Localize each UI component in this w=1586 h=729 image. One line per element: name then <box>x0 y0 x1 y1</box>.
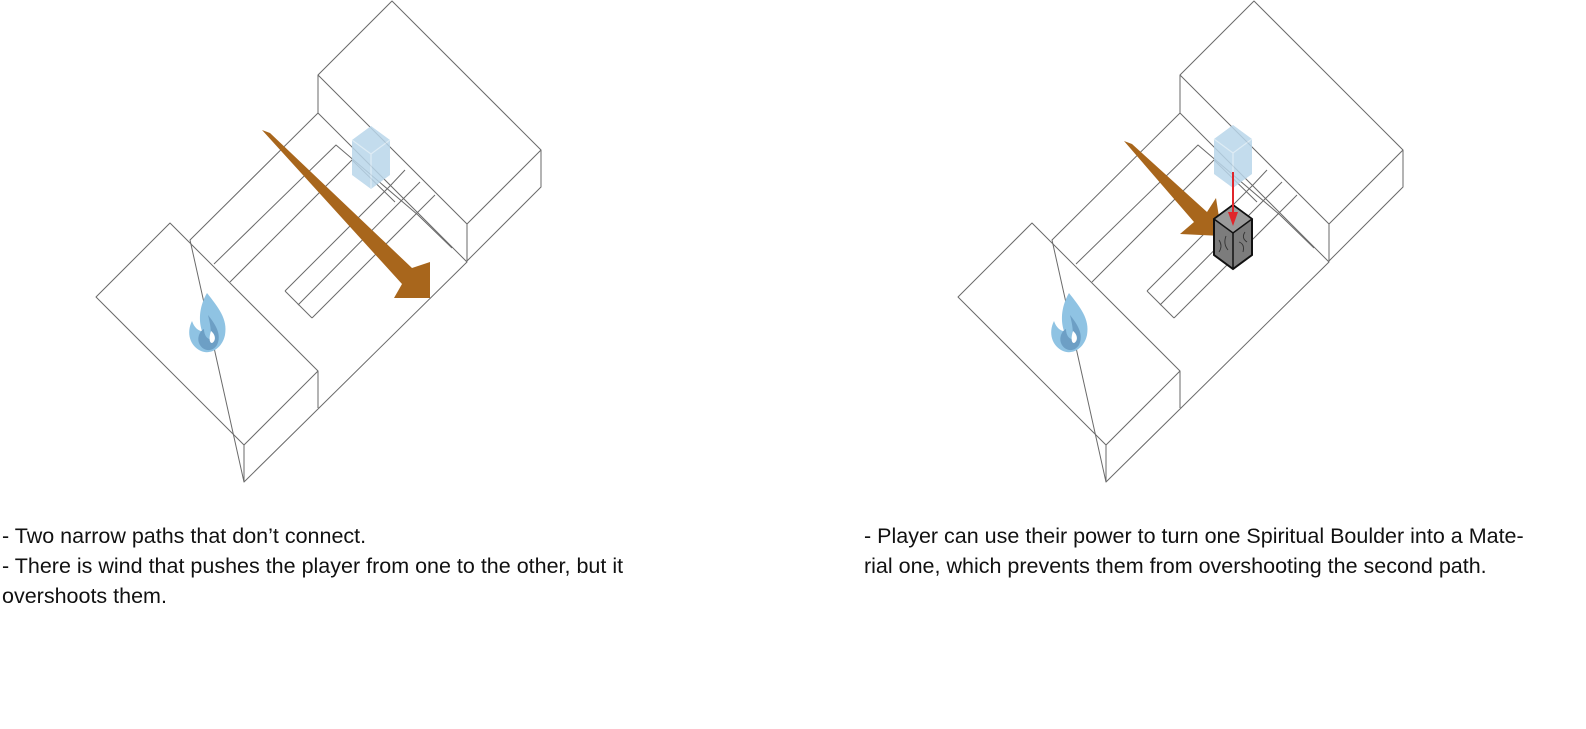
level-diagram-before <box>95 0 542 483</box>
level-geometry <box>957 0 1404 483</box>
caption-line: - Player can use their power to turn one… <box>864 524 1524 548</box>
wind-arrow-icon <box>1124 141 1222 236</box>
caption-line: rial one, which prevents them from overs… <box>864 554 1487 578</box>
caption-before: - Two narrow paths that don’t connect. -… <box>2 521 702 611</box>
level-diagram-after <box>957 0 1404 483</box>
caption-line: - Two narrow paths that don’t connect. <box>2 524 367 548</box>
spirit-boulder-icon <box>351 126 391 189</box>
wind-arrow-icon <box>262 130 430 298</box>
level-geometry <box>95 0 542 483</box>
flame-icon <box>1051 293 1088 353</box>
transform-arrow-icon <box>1228 172 1238 226</box>
caption-after: - Player can use their power to turn one… <box>864 521 1580 581</box>
caption-line: - There is wind that pushes the player f… <box>2 554 624 578</box>
caption-line: overshoots them. <box>2 584 167 608</box>
flame-icon <box>189 293 226 353</box>
